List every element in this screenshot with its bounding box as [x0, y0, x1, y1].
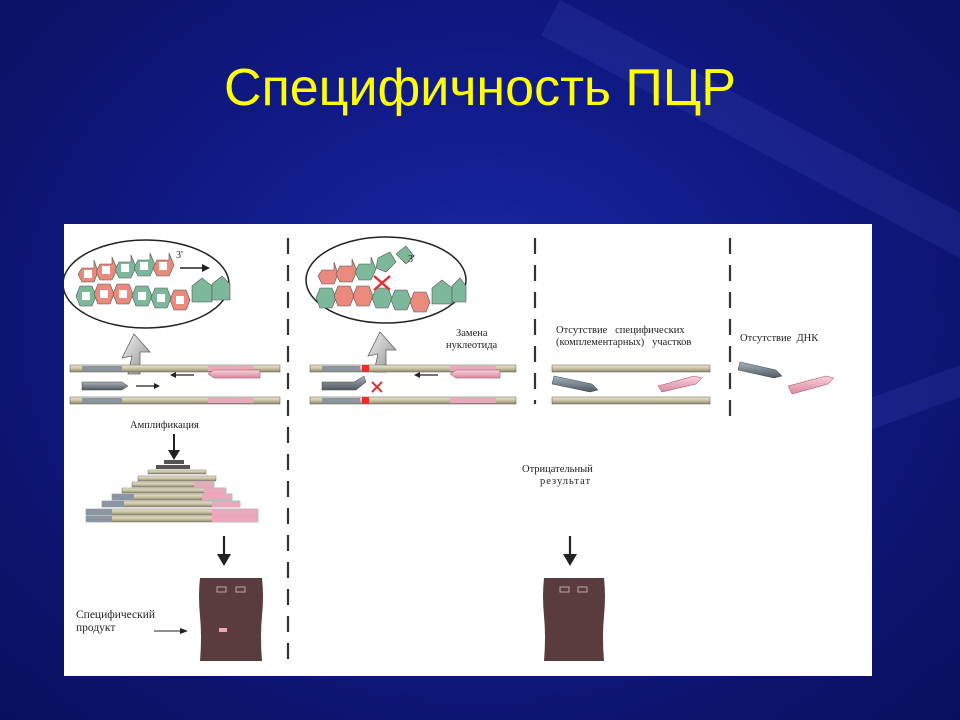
gel-arrowhead-2	[563, 554, 577, 566]
primer-binding-zoom	[64, 239, 231, 329]
slide-title: Специфичность ПЦР	[224, 59, 736, 117]
gel-specific-product	[199, 578, 263, 661]
mismatch-3prime-label: 3'	[408, 254, 415, 265]
base-pairs-lower	[75, 275, 231, 311]
gel-arrowhead-1	[217, 554, 231, 566]
template-strands-2	[309, 364, 517, 405]
amplification-products	[85, 460, 259, 523]
negative-result-label-2: результат	[540, 476, 592, 487]
diagram-graphics: 3'	[64, 236, 835, 669]
nucleotide-substitution-label-2: нуклеотида	[446, 340, 498, 351]
template-strands-3	[551, 364, 711, 405]
amplification-label: Амплификация	[130, 420, 199, 431]
base-pairs-upper	[77, 252, 175, 283]
gel-negative-result	[543, 578, 605, 661]
specific-product-pointer-head	[180, 628, 188, 634]
mismatch-zoom	[305, 236, 467, 324]
primers-unbound-4	[737, 361, 835, 395]
primer-3prime-label: 3'	[176, 250, 183, 261]
template-strands-1	[69, 364, 281, 405]
primers-unbound-3	[551, 375, 703, 393]
specific-product-label-2: продукт	[76, 622, 116, 634]
no-specific-sites-label-1: Отсутствие специфических	[556, 325, 685, 336]
no-dna-label: Отсутствие ДНК	[740, 333, 819, 344]
primers-2	[321, 369, 501, 393]
no-specific-sites-label-2: (комплементарных) участков	[556, 337, 692, 348]
negative-result-label-1: Отрицательный	[522, 464, 593, 475]
primers-1	[81, 369, 261, 391]
pcr-specificity-diagram: 3'	[64, 224, 872, 676]
amplification-arrowhead	[168, 450, 180, 460]
specific-product-label-1: Специфический	[76, 609, 156, 621]
nucleotide-substitution-label-1: Замена	[456, 328, 488, 339]
